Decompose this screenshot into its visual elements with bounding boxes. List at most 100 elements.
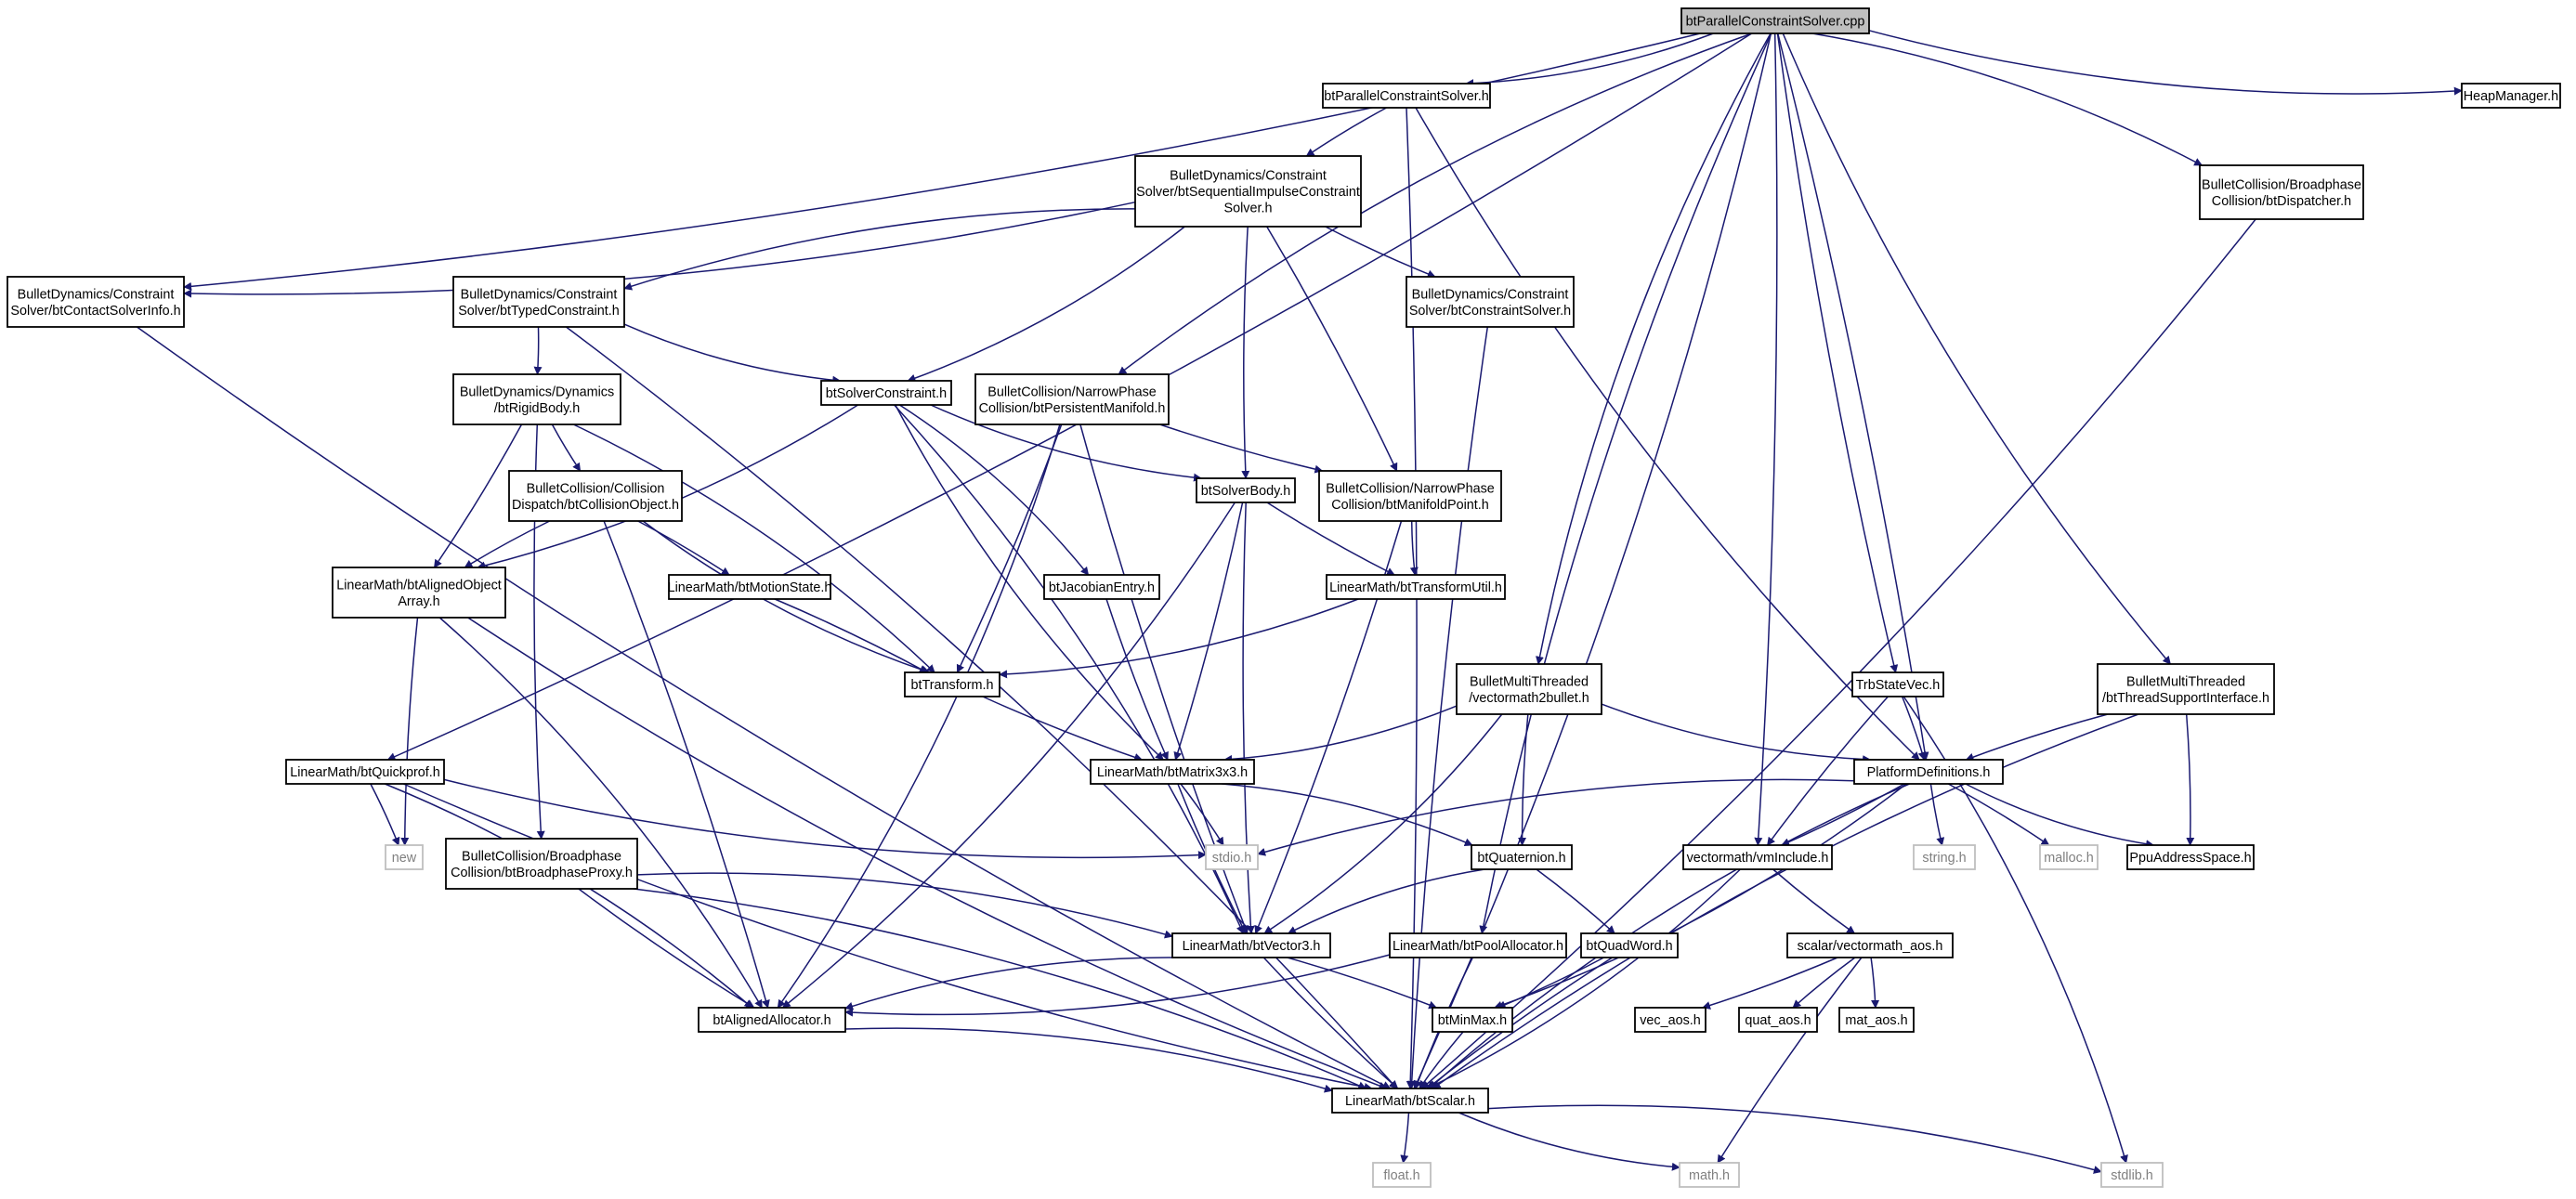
edge-qprof-to-new (370, 783, 400, 846)
node-jacob[interactable]: btJacobianEntry.h (1043, 574, 1160, 600)
node-label: malloc.h (2044, 851, 2094, 866)
node-box (1851, 671, 1944, 697)
node-box (1043, 574, 1160, 600)
node-box (1913, 844, 1976, 870)
node-vminc[interactable]: vectormath/vmInclude.h (1682, 844, 1833, 870)
node-quat[interactable]: btQuaternion.h (1471, 844, 1573, 870)
node-vec_aos[interactable]: vec_aos.h (1634, 1007, 1706, 1033)
edge-collobj-to-aoa (464, 520, 551, 568)
node-vm2b[interactable]: BulletMultiThreaded/vectormath2bullet.h (1456, 663, 1602, 715)
edge-trb-to-platdef (1901, 696, 1927, 761)
node-qprof[interactable]: LinearMath/btQuickprof.h (285, 759, 445, 785)
edge-seq-to-csolver (1325, 226, 1436, 279)
edge-persist-to-mpoint (1159, 424, 1324, 474)
edge-sconst-to-jacob (898, 404, 1090, 576)
node-box (974, 373, 1170, 425)
node-tutil[interactable]: LinearMath/btTransformUtil.h (1326, 574, 1506, 600)
node-label: TrbStateVec.h (1856, 678, 1941, 693)
node-box (2199, 164, 2364, 220)
node-mpoint[interactable]: BulletCollision/NarrowPhaseCollision/btM… (1318, 470, 1502, 522)
node-contact[interactable]: BulletDynamics/ConstraintSolver/btContac… (7, 276, 185, 328)
node-rigid[interactable]: BulletDynamics/Dynamics/btRigidBody.h (452, 373, 621, 425)
node-motion[interactable]: LinearMath/btMotionState.h (668, 574, 832, 600)
edge-root-to-heap (1868, 30, 2463, 96)
node-qword[interactable]: btQuadWord.h (1580, 932, 1679, 958)
node-math[interactable]: math.h (1679, 1162, 1740, 1188)
node-label: vec_aos.h (1640, 1013, 1701, 1028)
node-disp[interactable]: BulletCollision/BroadphaseCollision/btDi… (2199, 164, 2364, 220)
node-quat_aos[interactable]: quat_aos.h (1738, 1007, 1818, 1033)
node-pcs[interactable]: btParallelConstraintSolver.h (1322, 83, 1491, 109)
node-label: BulletDynamics/Constraint (18, 287, 175, 302)
edge-seq-to-sconst (907, 226, 1185, 383)
node-label: btSolverBody.h (1201, 484, 1291, 499)
node-label: Solver/btTypedConstraint.h (458, 304, 620, 319)
node-scalar[interactable]: LinearMath/btScalar.h (1331, 1088, 1489, 1114)
node-transform[interactable]: btTransform.h (904, 671, 1000, 697)
node-mat_aos[interactable]: mat_aos.h (1838, 1007, 1915, 1033)
node-box (1331, 1088, 1489, 1114)
node-seq[interactable]: BulletDynamics/ConstraintSolver/btSequen… (1134, 155, 1362, 228)
node-vaos[interactable]: scalar/vectormath_aos.h (1786, 932, 1954, 958)
node-label: btJacobianEntry.h (1049, 580, 1155, 595)
node-string[interactable]: string.h (1913, 844, 1976, 870)
node-box (1786, 932, 1954, 958)
node-minmax[interactable]: btMinMax.h (1432, 1007, 1513, 1033)
node-ppu[interactable]: PpuAddressSpace.h (2126, 844, 2255, 870)
edge-root-to-scalar (1413, 33, 1772, 1089)
edge-quat-to-vec3 (1287, 868, 1485, 934)
node-pool[interactable]: LinearMath/btPoolAllocator.h (1389, 932, 1567, 958)
node-label: scalar/vectormath_aos.h (1798, 939, 1943, 954)
edge-tsi-to-platdef (1965, 713, 2109, 762)
edge-rigid-to-aoa (433, 424, 523, 568)
edge-minmax-to-scalar (1419, 1031, 1464, 1089)
node-label: BulletCollision/NarrowPhase (987, 384, 1157, 399)
edge-bproxy-to-scalar (633, 888, 1367, 1089)
node-typed[interactable]: BulletDynamics/ConstraintSolver/btTypedC… (452, 276, 625, 328)
node-label: btSolverConstraint.h (826, 386, 947, 401)
node-csolver[interactable]: BulletDynamics/ConstraintSolver/btConstr… (1406, 276, 1575, 328)
node-persist[interactable]: BulletCollision/NarrowPhaseCollision/btP… (974, 373, 1170, 425)
node-collobj[interactable]: BulletCollision/CollisionDispatch/btColl… (508, 470, 683, 522)
edge-vminc-to-vaos (1772, 868, 1856, 934)
node-label: PlatformDefinitions.h (1867, 765, 1991, 780)
edge-vec3-to-alloc (844, 957, 1174, 1010)
node-heap[interactable]: HeapManager.h (2461, 83, 2561, 109)
node-malloc[interactable]: malloc.h (2039, 844, 2099, 870)
node-float[interactable]: float.h (1372, 1162, 1432, 1188)
edge-m3-to-quat (1222, 783, 1473, 847)
node-label: btTransform.h (910, 678, 993, 693)
edge-aoa-to-scalar (467, 617, 1388, 1090)
edge-root-to-vm2b (1536, 33, 1772, 665)
node-new[interactable]: new (385, 844, 424, 870)
node-label: PpuAddressSpace.h (2129, 851, 2251, 866)
edge-root-to-persist (1118, 33, 1753, 375)
node-tsi[interactable]: BulletMultiThreaded/btThreadSupportInter… (2097, 663, 2275, 715)
node-label: LinearMath/btVector3.h (1183, 939, 1321, 954)
node-root[interactable]: btParallelConstraintSolver.cpp (1680, 7, 1870, 34)
node-stdlib[interactable]: stdlib.h (2100, 1162, 2164, 1188)
node-platdef[interactable]: PlatformDefinitions.h (1853, 759, 2004, 785)
node-label: LinearMath/btAlignedObject (336, 578, 502, 593)
edge-scalar-to-stdlib (1487, 1104, 2102, 1174)
edge-scalar-to-float (1400, 1112, 1410, 1164)
node-box (2126, 844, 2255, 870)
node-sbody[interactable]: btSolverBody.h (1196, 477, 1296, 503)
edge-typed-to-rigid (533, 326, 543, 375)
edge-sconst-to-sbody (930, 404, 1202, 482)
node-label: BulletCollision/NarrowPhase (1326, 481, 1495, 496)
node-box (385, 844, 424, 870)
node-label: math.h (1689, 1168, 1730, 1183)
edge-sbody-to-vec3 (1242, 502, 1255, 934)
node-sconst[interactable]: btSolverConstraint.h (820, 380, 952, 406)
node-alloc[interactable]: btAlignedAllocator.h (698, 1007, 846, 1033)
node-m3[interactable]: LinearMath/btMatrix3x3.h (1090, 759, 1255, 785)
node-stdio[interactable]: stdio.h (1205, 844, 1259, 870)
node-bproxy[interactable]: BulletCollision/BroadphaseCollision/btBr… (445, 838, 638, 890)
node-box (285, 759, 445, 785)
node-trb[interactable]: TrbStateVec.h (1851, 671, 1944, 697)
edge-sconst-to-m3 (895, 404, 1164, 761)
node-box (1134, 155, 1362, 228)
node-vec3[interactable]: LinearMath/btVector3.h (1171, 932, 1331, 958)
